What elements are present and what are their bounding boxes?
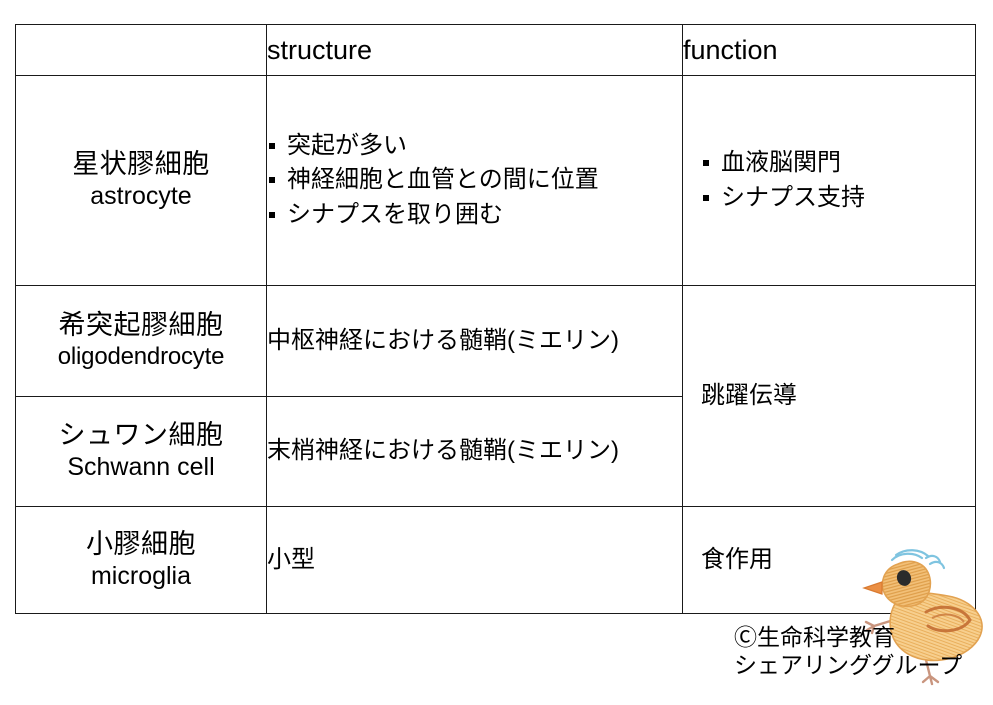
cell-text: 食作用: [701, 545, 773, 573]
table-row-microglia: 小膠細胞 microglia 小型 食作用: [15, 506, 976, 614]
header-cell-structure: structure: [266, 24, 683, 76]
credit-line-2: シェアリンググループ: [734, 652, 963, 679]
cell-name-en: Schwann cell: [67, 453, 215, 482]
copyright-credit: Ⓒ生命科学教育 シェアリンググループ: [734, 623, 962, 679]
list-item: シナプスを取り囲む: [267, 198, 682, 232]
cell-name-microglia: 小膠細胞 microglia: [15, 506, 267, 614]
cell-text: 跳躍伝導: [701, 381, 797, 409]
cell-structure-oligodendrocyte: 中枢神経における髄鞘(ミエリン): [266, 285, 683, 397]
cell-name-jp: 希突起膠細胞: [58, 310, 224, 341]
cell-name-oligodendrocyte: 希突起膠細胞 oligodendrocyte: [15, 285, 267, 397]
list-item: 血液脳関門: [701, 146, 975, 180]
table-row-astrocyte: 星状膠細胞 astrocyte 突起が多い 神経細胞と血管との間に位置 シナプス…: [15, 75, 976, 286]
cell-function-microglia: 食作用: [682, 506, 976, 614]
cell-name-en: microglia: [90, 561, 192, 590]
cell-structure-schwann-cell: 末梢神経における髄鞘(ミエリン): [266, 396, 683, 507]
chick-wing-detail: [931, 613, 965, 623]
bullet-list-function-astrocyte: 血液脳関門 シナプス支持: [701, 146, 975, 214]
cell-name-schwann-cell: シュワン細胞 Schwann cell: [15, 396, 267, 507]
cell-name-jp: 星状膠細胞: [72, 149, 210, 180]
cell-name-jp: シュワン細胞: [58, 420, 224, 451]
list-item: 突起が多い: [267, 129, 682, 163]
list-item: シナプス支持: [701, 181, 975, 215]
cell-name-astrocyte: 星状膠細胞 astrocyte: [15, 75, 267, 286]
table-row-oligodendrocyte: 希突起膠細胞 oligodendrocyte 中枢神経における髄鞘(ミエリン) …: [15, 285, 976, 507]
header-cell-blank: [15, 24, 267, 76]
bullet-list-structure-astrocyte: 突起が多い 神経細胞と血管との間に位置 シナプスを取り囲む: [267, 129, 682, 231]
cell-name-jp: 小膠細胞: [86, 528, 196, 559]
cell-structure-microglia: 小型: [266, 506, 683, 614]
header-cell-function: function: [682, 24, 976, 76]
cell-text: 末梢神経における髄鞘(ミエリン): [267, 437, 619, 465]
cell-text: 小型: [267, 545, 315, 573]
table-header-row: structure function: [15, 24, 976, 76]
credit-line-1: Ⓒ生命科学教育: [734, 624, 895, 650]
cell-function-astrocyte: 血液脳関門 シナプス支持: [682, 75, 976, 286]
table-row-schwann-cell: シュワン細胞 Schwann cell 末梢神経における髄鞘(ミエリン): [15, 396, 976, 507]
cell-text: 中枢神経における髄鞘(ミエリン): [267, 326, 619, 354]
cell-name-en: oligodendrocyte: [57, 343, 225, 371]
cell-name-en: astrocyte: [90, 182, 192, 211]
cell-structure-astrocyte: 突起が多い 神経細胞と血管との間に位置 シナプスを取り囲む: [266, 75, 683, 286]
list-item: 神経細胞と血管との間に位置: [267, 163, 682, 197]
glial-cell-comparison-table: structure function 星状膠細胞 astrocyte 突起が多い…: [15, 24, 976, 614]
cell-function-myelin-merged: 跳躍伝導: [682, 285, 976, 507]
